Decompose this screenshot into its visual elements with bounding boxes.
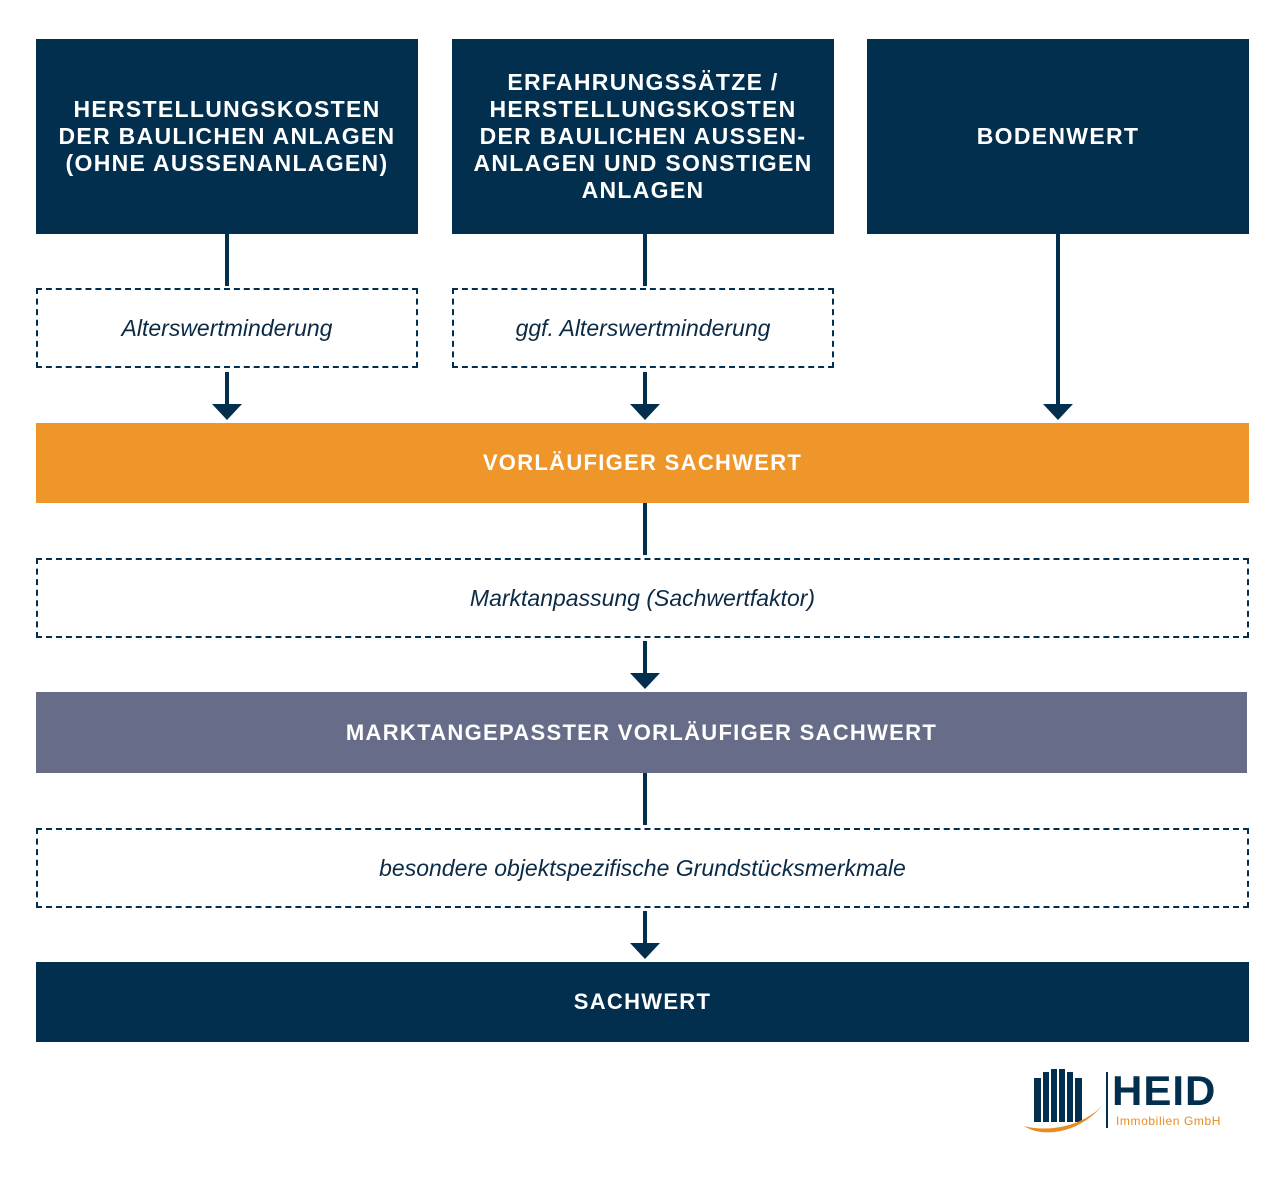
alterswertminderung-label: Alterswertminderung [121, 314, 333, 341]
arrow-line [225, 372, 229, 406]
bodenwert-box: BODENWERT [867, 39, 1249, 234]
logo-wordmark: HEID [1112, 1067, 1217, 1114]
connector-line [643, 234, 647, 286]
arrow-down-icon [212, 404, 242, 420]
sachwert-bar: SACHWERT [36, 962, 1249, 1042]
connector-line [225, 234, 229, 286]
besondere-merkmale-box: besondere objektspezifische Grundstücksm… [36, 828, 1249, 908]
ggf-alterswertminderung-label: ggf. Alterswertminderung [515, 314, 771, 341]
bodenwert-label: BODENWERT [976, 123, 1140, 149]
herstellungskosten-line: HERSTELLUNGSKOSTEN [73, 96, 381, 122]
marktanpassung-box: Marktanpassung (Sachwertfaktor) [36, 558, 1249, 638]
ggf-alterswertminderung-box: ggf. Alterswertminderung [452, 288, 834, 368]
herstellungskosten-box: HERSTELLUNGSKOSTEN DER BAULICHEN ANLAGEN… [36, 39, 418, 234]
alterswertminderung-box: Alterswertminderung [36, 288, 418, 368]
vorlaeufiger-sachwert-label: VORLÄUFIGER SACHWERT [482, 450, 803, 475]
erfahrungssaetze-line: ANLAGEN [581, 177, 705, 203]
erfahrungssaetze-line: ANLAGEN UND SONSTIGEN [473, 150, 813, 176]
herstellungskosten-line: (OHNE AUSSENANLAGEN) [65, 150, 389, 176]
arrow-line [643, 911, 647, 945]
arrow-line [643, 372, 647, 406]
erfahrungssaetze-line: DER BAULICHEN AUSSEN- [479, 123, 807, 149]
arrow-down-icon [630, 943, 660, 959]
arrow-down-icon [1043, 404, 1073, 420]
logo-subtitle: Immobilien GmbH [1116, 1114, 1222, 1128]
arrow-down-icon [630, 404, 660, 420]
arrow-down-icon [630, 673, 660, 689]
marktanpassung-label: Marktanpassung (Sachwertfaktor) [469, 584, 816, 611]
erfahrungssaetze-box: ERFAHRUNGSSÄTZE / HERSTELLUNGSKOSTEN DER… [452, 39, 834, 234]
sachwert-label: SACHWERT [573, 989, 712, 1014]
vorlaeufiger-sachwert-bar: VORLÄUFIGER SACHWERT [36, 423, 1249, 503]
arrow-line [643, 641, 647, 675]
besondere-merkmale-label: besondere objektspezifische Grundstücksm… [379, 854, 906, 881]
herstellungskosten-line: DER BAULICHEN ANLAGEN [58, 123, 396, 149]
marktangepasster-sachwert-label: MARKTANGEPASSTER VORLÄUFIGER SACHWERT [345, 719, 938, 745]
connector-line [1056, 234, 1060, 406]
erfahrungssaetze-line: HERSTELLUNGSKOSTEN [489, 96, 797, 122]
building-logo-icon [1024, 1069, 1102, 1133]
connector-line [643, 503, 647, 555]
marktangepasster-sachwert-bar: MARKTANGEPASSTER VORLÄUFIGER SACHWERT [36, 692, 1247, 773]
erfahrungssaetze-line: ERFAHRUNGSSÄTZE / [507, 69, 779, 95]
heid-logo: HEID Immobilien GmbH [1020, 1068, 1240, 1138]
connector-line [643, 773, 647, 825]
logo-divider [1106, 1072, 1108, 1128]
